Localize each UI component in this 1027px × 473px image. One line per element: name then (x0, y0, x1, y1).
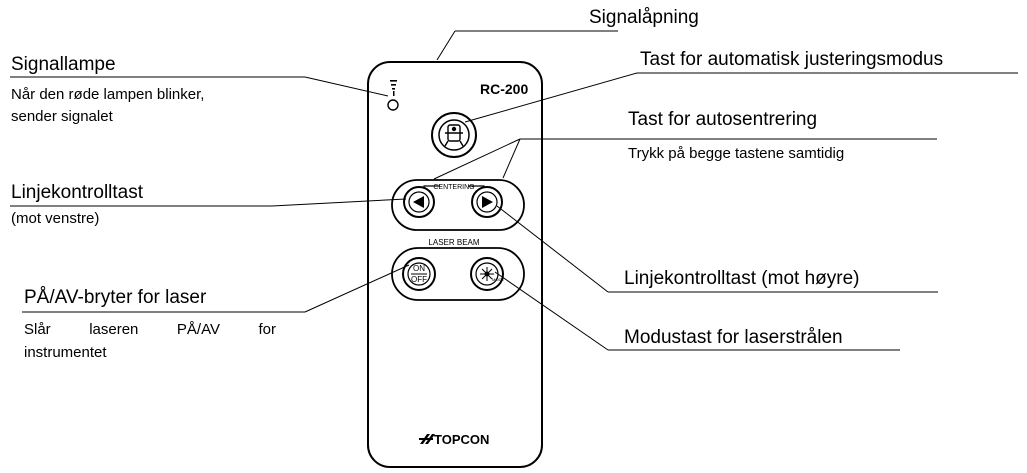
brand-name: TOPCON (434, 432, 489, 447)
auto-alignment-mode-button[interactable] (431, 112, 477, 158)
signal-opening-label: Signalåpning (589, 7, 699, 28)
signal-lamp (387, 99, 399, 111)
leader-lines (10, 30, 1018, 351)
off-label: OFF (411, 275, 427, 284)
signal-lamp-desc-line2: sender signalet (11, 108, 113, 125)
model-name: RC-200 (480, 81, 528, 97)
auto-centering-key-desc: Trykk på begge tastene samtidig (628, 145, 845, 162)
signal-lamp-label: Signallampe (11, 54, 116, 75)
auto-alignment-key-label: Tast for automatisk justeringsmodus (640, 49, 944, 70)
laser-onoff-switch-desc-line2: instrumentet (24, 344, 107, 361)
instrument-icon (444, 124, 464, 147)
line-control-left-desc: (mot venstre) (11, 210, 100, 227)
laser-onoff-switch-label: PÅ/AV-bryter for laser (24, 287, 207, 308)
line-control-right-label: Linjekontrolltast (mot høyre) (624, 268, 860, 289)
signal-opening-icon (390, 80, 397, 96)
signal-lamp-desc-line1: Når den røde lampen blinker, (11, 86, 205, 103)
on-label: ON (413, 264, 425, 273)
laser-burst-icon (480, 267, 494, 281)
arrow-right-icon (482, 196, 493, 208)
line-control-left-label: Linjekontrolltast (11, 182, 144, 203)
topcon-logo-icon (419, 434, 435, 444)
auto-centering-key-label: Tast for autosentrering (628, 109, 818, 130)
laser-onoff-switch-desc-line1: Slår laseren PÅ/AV for (24, 321, 276, 338)
mode-label: MODE (492, 277, 504, 282)
centering-label: CENTERING (433, 184, 474, 191)
laser-beam-mode-key-label: Modustast for laserstrålen (624, 327, 843, 348)
laser-beam-label: LASER BEAM (428, 238, 479, 247)
arrow-left-icon (413, 196, 424, 208)
